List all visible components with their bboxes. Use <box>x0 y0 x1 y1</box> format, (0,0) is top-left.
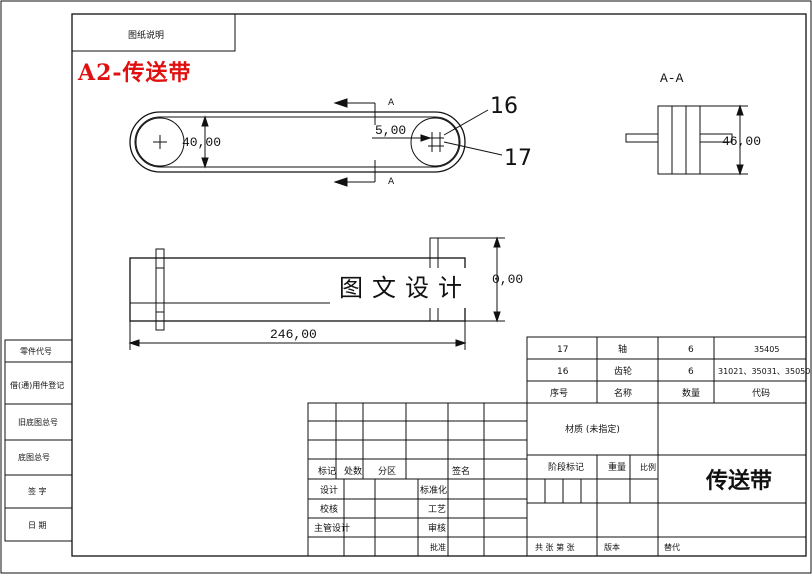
bom-row-1-name: 齿轮 <box>614 365 632 377</box>
tb-shenhe: 审核 <box>428 522 446 534</box>
bom-header-qty: 数量 <box>682 387 700 399</box>
top-note-box <box>71 13 236 52</box>
dim-height-label: 0,00 <box>492 272 523 287</box>
tb-tidai: 替代 <box>664 542 680 552</box>
tb-gongyi: 工艺 <box>428 504 446 515</box>
top-note-text: 图纸说明 <box>128 29 164 41</box>
dim-40-label: 40,00 <box>182 135 221 150</box>
leader-17 <box>443 141 503 156</box>
dimension-246 <box>128 321 467 350</box>
tb-jiaohe: 校核 <box>320 503 338 515</box>
left-label-4: 签 字 <box>28 486 47 496</box>
tb-biaoji: 标记 <box>318 465 336 477</box>
belt-top-view <box>129 111 466 173</box>
left-register-strip <box>4 339 73 542</box>
section-view <box>625 104 748 176</box>
dimension-40 <box>201 115 209 169</box>
dim-246-label: 246,00 <box>270 327 317 342</box>
tb-banben: 版本 <box>604 542 620 552</box>
title-block-grid <box>307 402 807 557</box>
bom-row-0-qty: 6 <box>688 345 694 355</box>
bom-header-no: 序号 <box>550 387 568 399</box>
tb-jieduan: 阶段标记 <box>548 461 584 473</box>
dim-5-label: 5,00 <box>375 123 406 138</box>
tb-qianming: 签名 <box>452 465 470 477</box>
left-label-0: 零件代号 <box>20 346 52 356</box>
tb-gong-zhang: 共 张 第 张 <box>535 542 575 552</box>
bom-row-1-code: 31021、35031、35050 <box>718 367 810 376</box>
bom-row-0-name: 轴 <box>618 343 627 355</box>
tb-chushu: 处数 <box>344 465 362 477</box>
bom-row-0-code: 35405 <box>754 345 779 354</box>
bom-row-1-no: 16 <box>557 367 569 377</box>
bom-row-1-qty: 6 <box>688 367 694 377</box>
tb-biaozhunhua: 标准化 <box>420 484 447 496</box>
left-label-2: 旧底图总号 <box>18 417 58 427</box>
left-label-1: 借(通)用件登记 <box>10 380 64 390</box>
watermark-stamp: 图文设计 <box>330 268 480 308</box>
section-arrows <box>333 98 376 187</box>
tb-zhongliang: 重量 <box>608 461 626 473</box>
tb-pizhun: 批准 <box>430 542 446 552</box>
left-label-3: 底图总号 <box>18 452 50 462</box>
dimension-height <box>438 236 505 323</box>
tb-fenqu: 分区 <box>378 466 396 477</box>
bom-header-name: 名称 <box>614 387 632 399</box>
left-label-5: 日 期 <box>28 521 47 530</box>
tb-bili: 比例 <box>640 462 656 472</box>
balloon-16: 16 <box>490 94 518 119</box>
tb-zhuguan: 主管设计 <box>314 522 350 534</box>
section-mark-a-bottom: A <box>388 177 395 187</box>
bom-header-code: 代码 <box>752 388 770 399</box>
leader-16 <box>443 109 489 136</box>
balloon-17: 17 <box>504 146 532 171</box>
tb-sheji: 设计 <box>320 484 338 496</box>
section-label: A-A <box>660 71 684 86</box>
product-name: 传送带 <box>705 468 772 494</box>
material-text: 材质 (未指定) <box>565 423 620 435</box>
drawing-title: A2-传送带 <box>78 60 192 86</box>
bom-row-0-no: 17 <box>557 345 568 355</box>
section-mark-a-top: A <box>388 98 395 108</box>
dimension-5 <box>372 134 432 142</box>
dim-46-label: 46,00 <box>722 134 761 149</box>
